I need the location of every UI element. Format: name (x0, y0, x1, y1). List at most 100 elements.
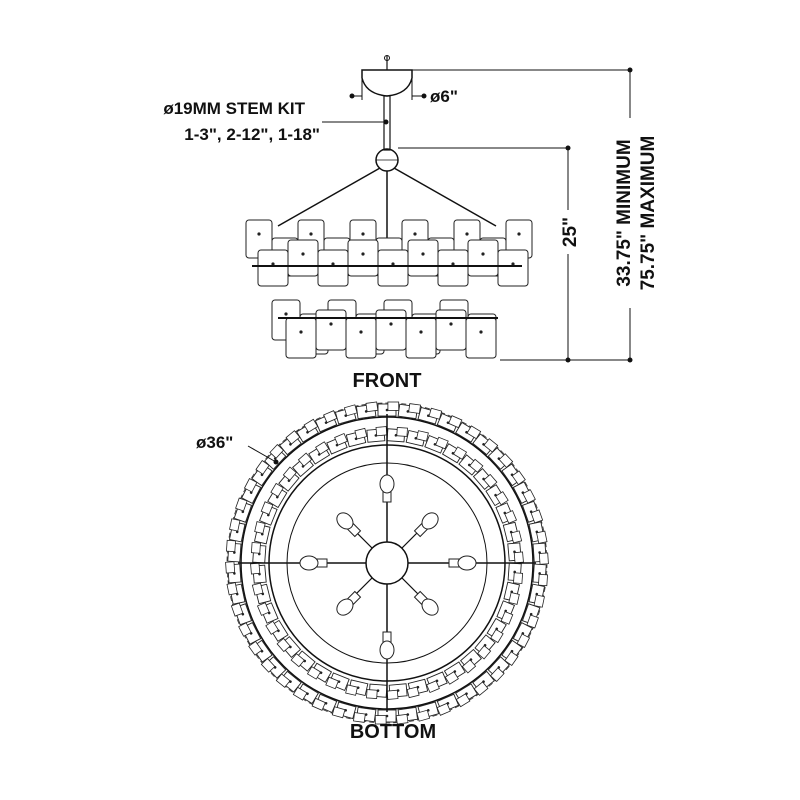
canopy-dim-dot-left (349, 93, 355, 99)
bulb (413, 512, 439, 538)
front-panel (435, 309, 467, 351)
front-panel (345, 317, 377, 359)
front-panel (437, 249, 469, 287)
front-panel (377, 249, 409, 287)
front-view (245, 55, 533, 359)
ring-panel (267, 482, 288, 509)
bottom-view-label: BOTTOM (350, 721, 436, 743)
stem-kit-callout: ø19MM STEM KIT 1-3", 2-12", 1-18" (163, 99, 389, 144)
front-panel (497, 249, 529, 287)
ring-panel (501, 463, 526, 487)
ring-panel (495, 502, 518, 524)
support-rod-left (277, 167, 381, 227)
ring-panel (355, 401, 379, 420)
lower-tier-panels (271, 299, 497, 359)
ring-panel (279, 430, 302, 456)
ring-panel (405, 429, 429, 447)
ring-panel (512, 622, 533, 648)
panel-rivet (257, 232, 261, 236)
panel-rivet (361, 252, 365, 256)
overall-height-dimension: 33.75" MINIMUM 75.75" MAXIMUM (412, 67, 659, 363)
panel-rivet (309, 232, 313, 236)
ring-panel (472, 670, 495, 696)
ring-panel (459, 648, 482, 674)
ring-panel (496, 600, 516, 625)
ring-panel (507, 542, 524, 564)
ring-panel (306, 662, 333, 683)
ring-panel (502, 521, 523, 544)
bottom-diameter-label: ø36" (196, 433, 233, 452)
panel-rivet (511, 262, 515, 266)
ring-panel (528, 521, 548, 544)
ring-panel (426, 671, 448, 694)
overall-maximum-label: 75.75" MAXIMUM (638, 136, 659, 291)
bulbs (299, 474, 477, 660)
panel-rivet (465, 232, 469, 236)
ring-panel (325, 672, 350, 692)
ring-panel (226, 582, 246, 605)
ring-panel (521, 500, 544, 524)
support-rod-right (393, 167, 497, 227)
ring-panel (416, 701, 440, 722)
ring-panel (292, 452, 315, 478)
ring-panel (250, 542, 267, 564)
bottom-view (225, 401, 549, 725)
ring-panel (258, 501, 278, 526)
ring-panel (374, 709, 397, 725)
overall-minimum-label: 33.75" MINIMUM (614, 139, 635, 286)
ring-panel (472, 433, 499, 456)
ring-panel (256, 602, 279, 624)
panel-rivet (451, 262, 455, 266)
ring-panel (345, 679, 369, 697)
ring-panel (260, 656, 287, 679)
ring-panel (521, 603, 541, 629)
ring-panel (395, 706, 419, 725)
ring-panel (275, 670, 302, 693)
height-label-bg (556, 210, 580, 254)
bottom-diameter-dot (273, 459, 279, 465)
ring-panel (331, 701, 357, 720)
ring-panel (248, 639, 273, 663)
ring-panel (455, 683, 478, 708)
panel-rivet (299, 330, 303, 334)
ring-panel (230, 602, 253, 626)
height-dot-top (565, 145, 571, 151)
panel-rivet (271, 262, 275, 266)
panel-rivet (419, 330, 423, 334)
ring-panel (334, 404, 358, 425)
front-view-label: FRONT (353, 370, 422, 392)
canopy-diameter-dimension: ø6" (349, 78, 458, 106)
ring-panel (455, 421, 482, 443)
ring-panel (276, 635, 302, 658)
bottom-diameter-leader (247, 445, 277, 463)
ring-panel (485, 484, 509, 507)
panel-rivet (481, 252, 485, 256)
center-hub (365, 541, 409, 585)
ring-panel (458, 454, 484, 476)
ring-panel (507, 562, 524, 584)
ring-panel (278, 466, 300, 492)
stem-kit-leader-dot (383, 119, 389, 125)
front-panel (347, 239, 379, 277)
ring-panel (265, 619, 289, 642)
ring-panel (253, 521, 271, 545)
panel-rivet (331, 262, 335, 266)
ring-panel (366, 683, 388, 700)
bulb (299, 555, 328, 571)
ring-panel (225, 561, 242, 584)
panel-rivet (359, 330, 363, 334)
overall-label-bg (610, 118, 656, 308)
panel-rivet (361, 232, 365, 236)
panel-rivet (413, 232, 417, 236)
bulb (336, 512, 362, 538)
ring-panel (366, 426, 388, 443)
ring-panel (311, 693, 338, 714)
ring-panel (238, 622, 262, 645)
bulb (379, 474, 395, 503)
ring-panel (290, 650, 316, 672)
ring-panel (314, 410, 338, 433)
ring-panel (532, 563, 548, 587)
fixture-height-dimension: 25" (398, 145, 581, 363)
ring-panel (292, 683, 319, 705)
ring-panel (472, 468, 498, 491)
